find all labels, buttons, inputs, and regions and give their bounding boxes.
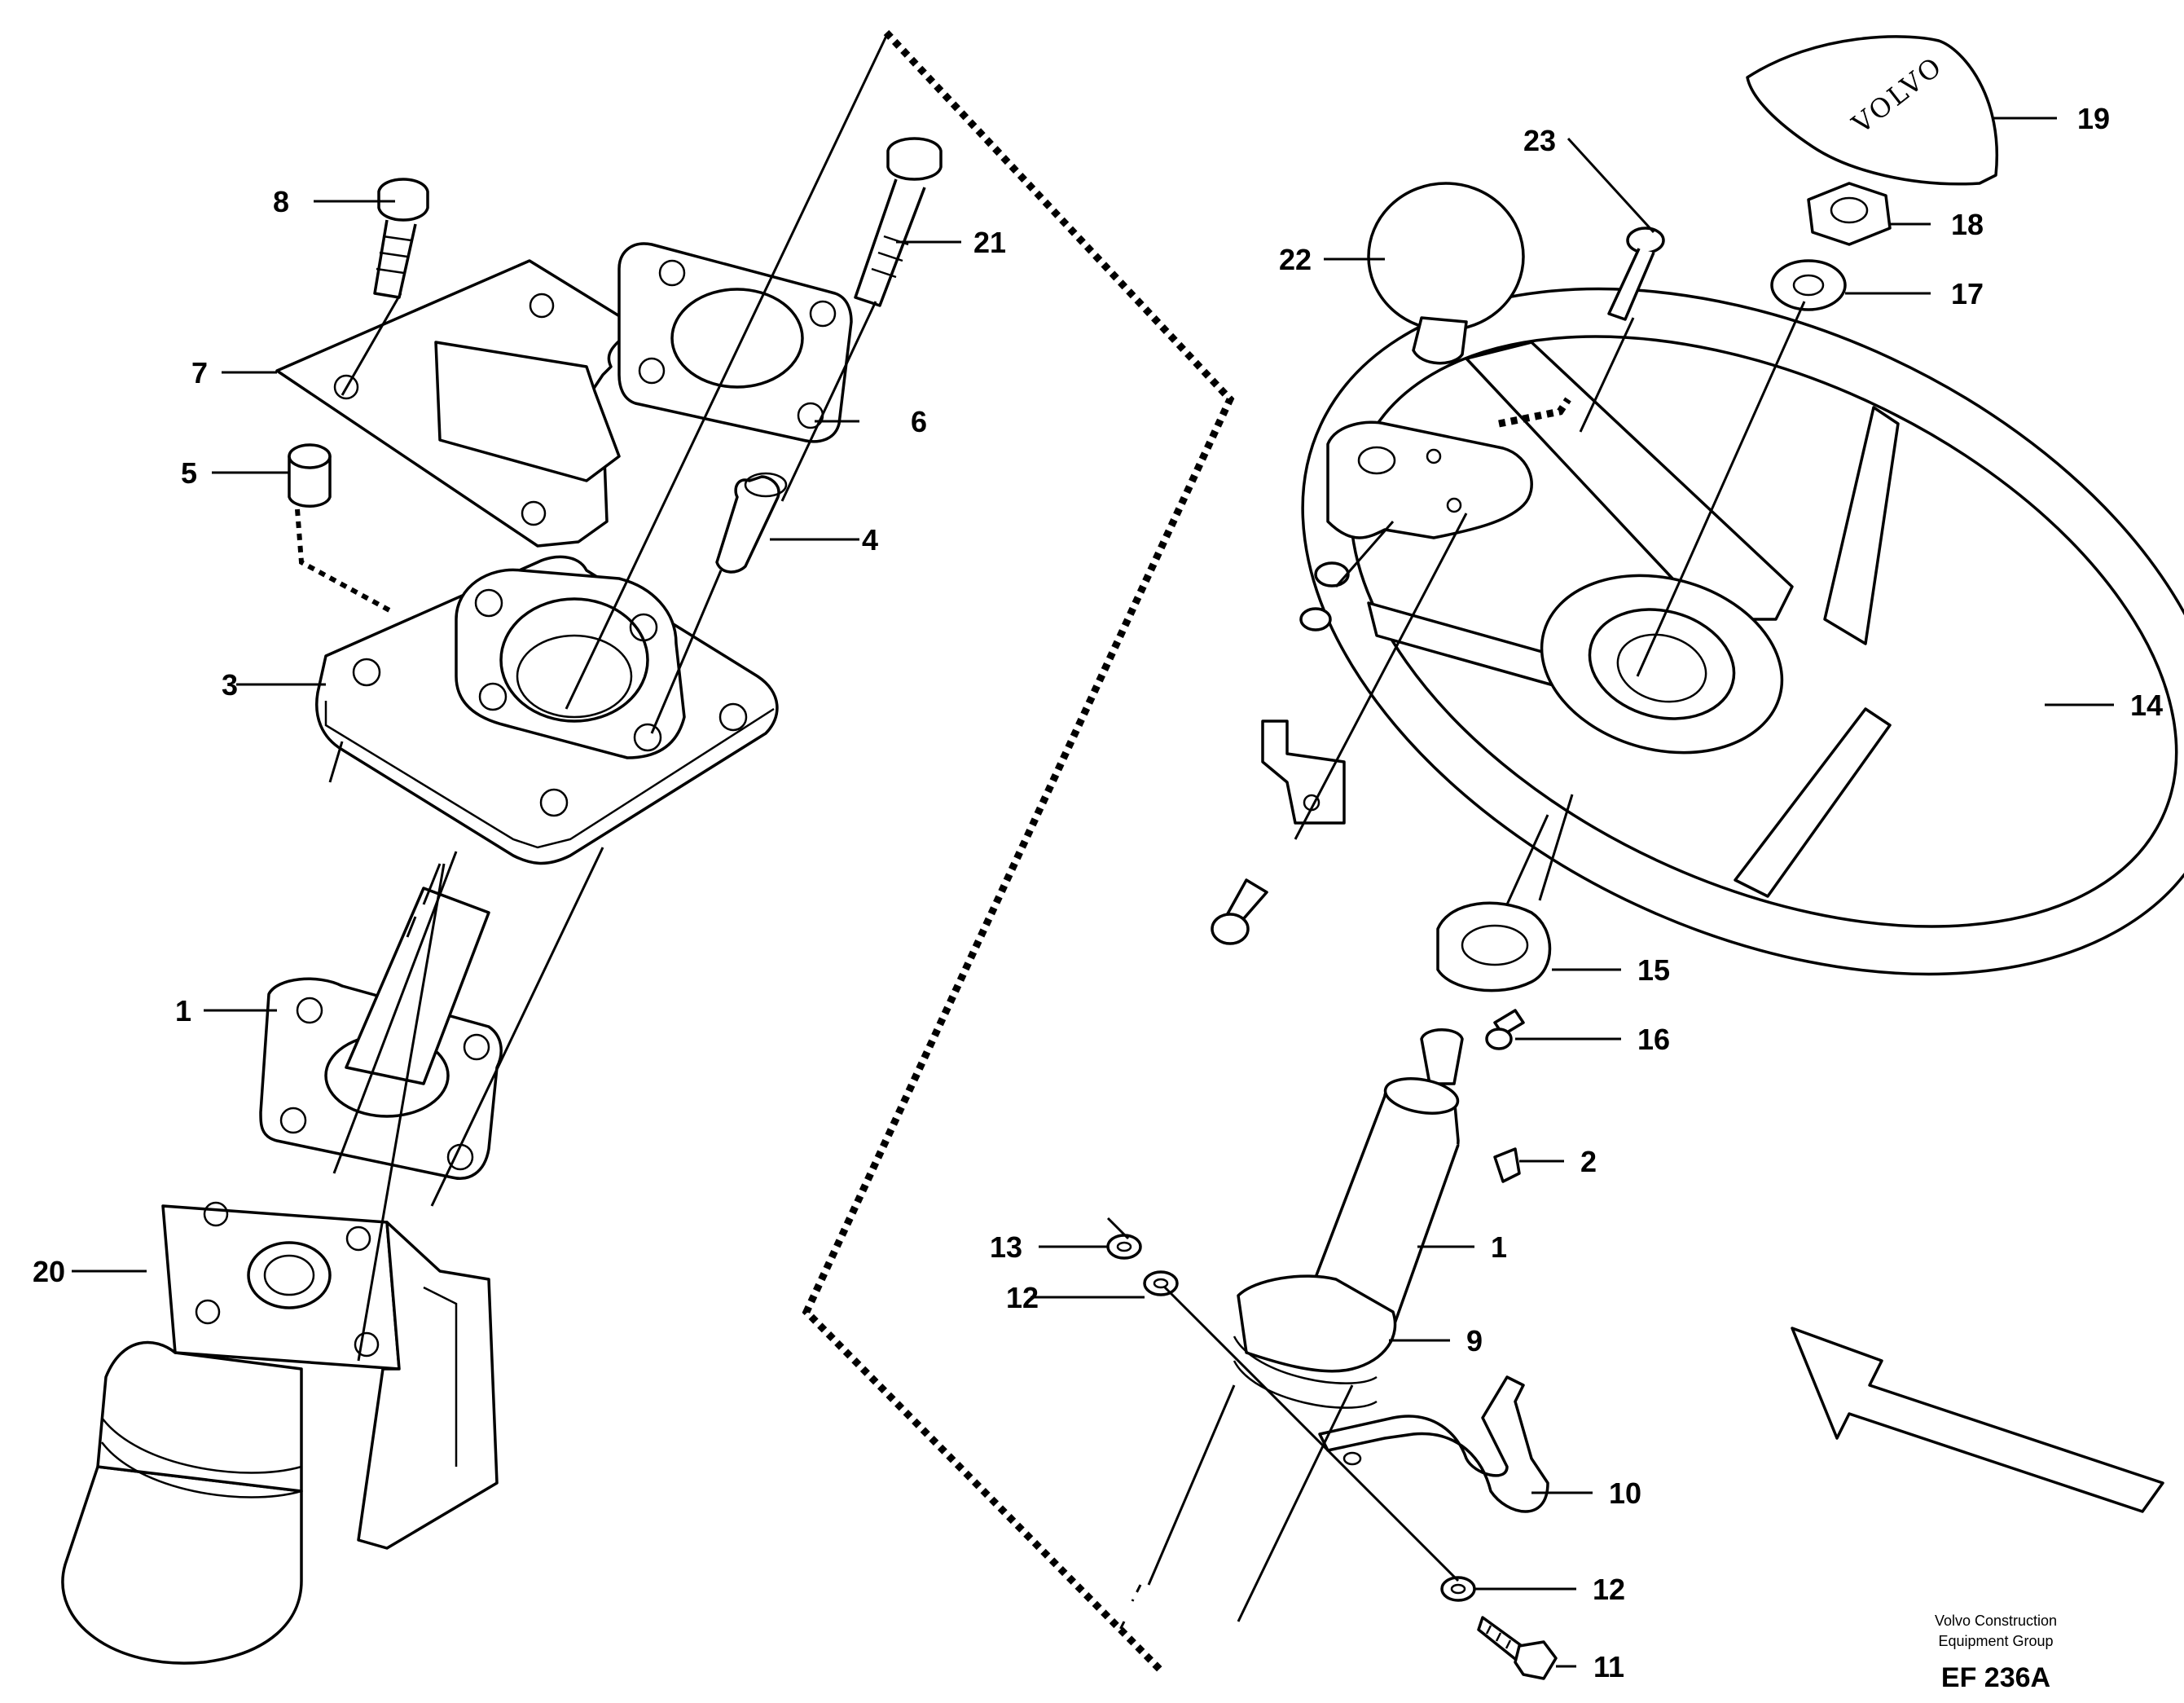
caption-line-2: Equipment Group <box>1938 1633 2053 1649</box>
bolt-part-11 <box>1477 1616 1558 1680</box>
spacer-part-5 <box>288 443 332 508</box>
callout-12-lower: 12 <box>1593 1573 1625 1606</box>
callout-1-left: 1 <box>175 994 191 1028</box>
steering-valve-part-20 <box>61 1201 499 1665</box>
assembly-lines-left <box>295 32 890 1362</box>
callout-4: 4 <box>862 523 878 557</box>
washer-part-13 <box>1106 1234 1142 1260</box>
flange-part-6 <box>617 242 853 443</box>
callout-2: 2 <box>1580 1145 1597 1178</box>
caption-line-1: Volvo Construction <box>1935 1613 2057 1629</box>
callout-19: 19 <box>2077 102 2110 135</box>
washers-wheel <box>1299 561 1350 631</box>
callout-leaders <box>72 117 2114 1668</box>
spacer-part-4 <box>715 472 788 574</box>
callout-14: 14 <box>2130 689 2163 722</box>
bushing-part-9 <box>1233 1274 1397 1409</box>
direction-arrow <box>1791 1327 2164 1513</box>
cap-part-19 <box>1746 35 1998 186</box>
clamp-ring-part-15 <box>1436 901 1552 992</box>
view-divider-dashed <box>802 29 1235 1674</box>
knob-part-22 <box>1326 182 1533 539</box>
callout-12-upper: 12 <box>1006 1281 1039 1314</box>
mounting-plate-part-3 <box>315 555 779 865</box>
key-part-2 <box>1493 1147 1521 1183</box>
callout-15: 15 <box>1637 953 1670 987</box>
bolt-part-8 <box>373 178 429 299</box>
callout-17: 17 <box>1951 277 1984 310</box>
screw-bracket <box>1211 878 1268 945</box>
callout-8: 8 <box>273 185 289 218</box>
lock-washer-part-17 <box>1770 259 1847 311</box>
callout-23: 23 <box>1523 124 1556 157</box>
callout-6: 6 <box>911 405 927 438</box>
figure-code: EF 236A <box>1941 1662 2050 1693</box>
callout-20: 20 <box>33 1255 65 1288</box>
nut-part-18 <box>1807 182 1892 246</box>
washer-part-12-lower <box>1440 1576 1476 1602</box>
callout-22: 22 <box>1279 243 1312 276</box>
callout-3: 3 <box>222 668 238 702</box>
callout-5: 5 <box>181 456 197 490</box>
callout-13: 13 <box>990 1230 1022 1264</box>
steering-wheel-part-14 <box>1301 287 2184 976</box>
callout-10: 10 <box>1609 1476 1641 1510</box>
washer-part-12-upper <box>1143 1270 1179 1296</box>
callout-1-right: 1 <box>1491 1230 1507 1264</box>
column-flange-part-1-left <box>259 887 503 1180</box>
bolt-part-21 <box>854 137 943 307</box>
screw-part-16 <box>1485 1009 1525 1050</box>
screw-part-23 <box>1607 227 1665 321</box>
callout-16: 16 <box>1637 1023 1670 1056</box>
gasket-plate-part-7 <box>275 259 637 548</box>
callout-18: 18 <box>1951 208 1984 241</box>
clamp-part-10 <box>1318 1375 1549 1513</box>
assembly-lines-right <box>1106 301 1806 1630</box>
callout-11: 11 <box>1593 1650 1624 1683</box>
callout-21: 21 <box>973 226 1006 259</box>
callout-labels: 8 21 7 5 6 4 3 1 20 23 19 22 18 17 14 15… <box>33 102 2163 1683</box>
callout-7: 7 <box>191 356 208 389</box>
callout-9: 9 <box>1466 1324 1483 1358</box>
